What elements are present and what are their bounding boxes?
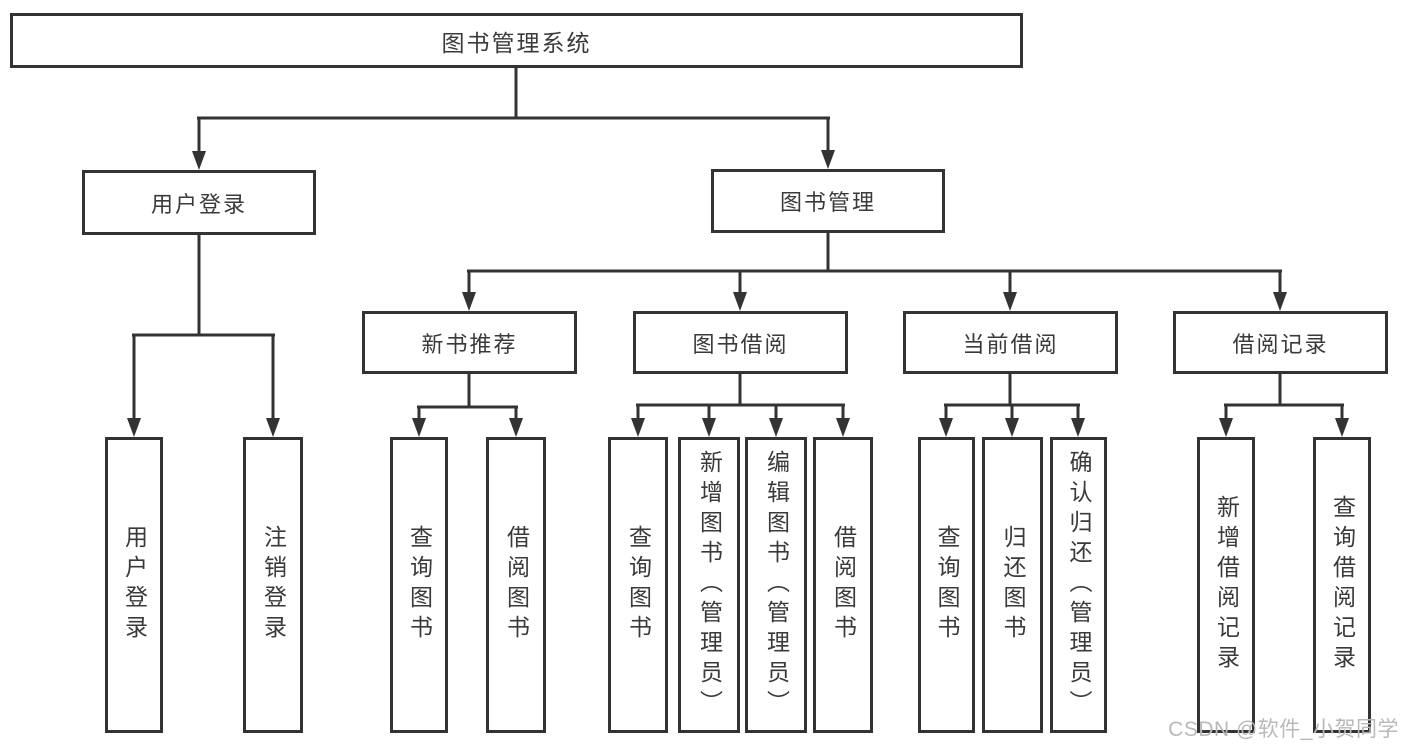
- node-leaf-user-login: 用户登录: [105, 437, 163, 733]
- node-label: 借阅记录: [1232, 331, 1329, 357]
- node-leaf-borrow-book-recommend: 借阅图书: [486, 437, 546, 733]
- node-leaf-add-borrow-record: 新增借阅记录: [1197, 437, 1255, 733]
- node-label: 新书推荐: [421, 331, 518, 357]
- node-leaf-edit-book-admin: 编辑图书（管理员）: [745, 437, 807, 733]
- node-leaf-add-book-admin: 新增图书（管理员）: [678, 437, 740, 733]
- node-label: 新增借阅记录: [1213, 495, 1240, 675]
- node-label: 查询图书: [406, 525, 433, 645]
- node-label: 查询借阅记录: [1329, 495, 1356, 675]
- node-label: 当前借阅: [962, 331, 1059, 357]
- node-current-borrow: 当前借阅: [903, 311, 1118, 374]
- node-leaf-query-borrow-record: 查询借阅记录: [1313, 437, 1371, 733]
- node-label: 图书管理系统: [441, 29, 592, 56]
- node-label: 查询图书: [625, 525, 652, 645]
- node-new-book-recommend: 新书推荐: [362, 311, 577, 374]
- node-leaf-logout: 注销登录: [243, 437, 303, 733]
- node-leaf-confirm-return-admin: 确认归还（管理员）: [1050, 437, 1107, 733]
- node-leaf-query-book-recommend: 查询图书: [390, 437, 448, 733]
- node-book-borrow: 图书借阅: [633, 311, 848, 374]
- connector-current-borrow-to-leaves: [939, 374, 1085, 437]
- csdn-watermark: CSDN @软件_小贺同学: [1168, 718, 1399, 741]
- connector-borrow-records-to-leaves: [1219, 374, 1349, 437]
- node-book-management: 图书管理: [711, 169, 945, 233]
- node-leaf-query-book-current: 查询图书: [918, 437, 975, 733]
- node-borrow-records: 借阅记录: [1173, 311, 1388, 374]
- connector-root-to-level2: [192, 68, 835, 170]
- connector-book-management-to-level3: [462, 233, 1287, 311]
- node-library-management-system: 图书管理系统: [10, 13, 1023, 68]
- node-label: 借阅图书: [503, 525, 530, 645]
- connector-new-book-recommend-to-leaves: [412, 374, 523, 437]
- node-leaf-query-book-borrow: 查询图书: [608, 437, 668, 733]
- node-label: 查询图书: [934, 525, 960, 645]
- node-label: 借阅图书: [830, 525, 857, 645]
- connector-book-borrow-to-leaves: [631, 374, 850, 437]
- node-label: 注销登录: [260, 525, 287, 645]
- node-leaf-borrow-book: 借阅图书: [813, 437, 873, 733]
- node-label: 确认归还（管理员）: [1066, 450, 1092, 720]
- connector-user-login-to-leaves: [127, 235, 280, 437]
- node-label: 用户登录: [121, 525, 148, 645]
- node-label: 用户登录: [150, 191, 247, 217]
- node-label: 图书借阅: [692, 331, 789, 357]
- node-leaf-return-book: 归还图书: [982, 437, 1043, 733]
- node-label: 图书管理: [779, 190, 876, 215]
- node-label: 新增图书（管理员）: [696, 450, 723, 720]
- node-label: 归还图书: [1000, 525, 1026, 645]
- node-user-login: 用户登录: [82, 170, 316, 235]
- node-label: 编辑图书（管理员）: [763, 450, 790, 720]
